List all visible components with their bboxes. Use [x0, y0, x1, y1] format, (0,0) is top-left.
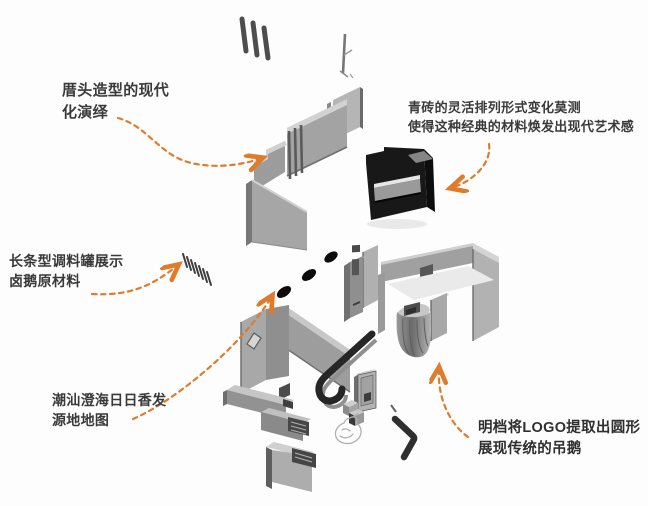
- gable-tile-strokes: [239, 16, 271, 61]
- route-dots: [276, 251, 338, 298]
- center-cabinet-wall: [344, 244, 378, 322]
- spice-jar-strokes: [182, 253, 212, 286]
- arrow-kitchen: [439, 368, 470, 439]
- curved-logo-counter: [396, 293, 449, 358]
- step-blocks: [343, 400, 364, 426]
- brick-label: 青砖的灵活排列形式变化莫测 使得这种经典的材料焕发出现代艺术感: [408, 99, 634, 137]
- left-corner-wall-with-window: [240, 305, 290, 400]
- room-floor: [388, 266, 494, 300]
- right-room-walls: [378, 243, 499, 341]
- grey-brick-display-box: [366, 147, 435, 229]
- annotation-arrows: [90, 116, 491, 439]
- brick-label-line1: 青砖的灵活排列形式变化莫测: [408, 100, 581, 115]
- flag-pole: [339, 33, 354, 79]
- gable-label: 厝头造型的现代 化演绎: [62, 80, 169, 124]
- main-floor-assembly: [223, 243, 499, 492]
- jars-label-line2: 卤鹅原材料: [9, 273, 81, 290]
- arrow-brick: [451, 142, 491, 188]
- map-label: 潮汕澄海日日香发 源地地图: [52, 390, 166, 431]
- j-shaped-counter: [315, 330, 378, 409]
- gable-wall-assembly: [246, 87, 363, 251]
- arrow-gable: [116, 116, 262, 166]
- arrow-map: [131, 296, 272, 421]
- gable-label-line2: 化演绎: [62, 103, 108, 121]
- goose-sketch: [334, 413, 362, 445]
- stepped-bench-wall: [223, 385, 316, 492]
- open-kitchen-label: 明档将LOGO提取出圆形 展现传统的吊鹅: [478, 418, 640, 460]
- map-label-line1: 潮汕澄海日日香发: [52, 392, 167, 408]
- arrow-jars: [90, 265, 178, 296]
- map-label-line2: 源地地图: [52, 412, 110, 429]
- menu-panel: [354, 369, 377, 414]
- gable-label-line1: 厝头造型的现代: [62, 82, 170, 99]
- open-kitchen-label-line1: 明档将LOGO提取出圆形: [478, 420, 641, 436]
- brick-label-line2: 使得这种经典的材料焕发出现代艺术感: [408, 118, 635, 134]
- jars-label: 长条型调料罐展示 卤鹅原材料: [9, 251, 123, 292]
- open-kitchen-label-line2: 展现传统的吊鹅: [478, 441, 582, 458]
- bent-rod: [390, 404, 418, 461]
- jars-label-line1: 长条型调料罐展示: [9, 253, 124, 269]
